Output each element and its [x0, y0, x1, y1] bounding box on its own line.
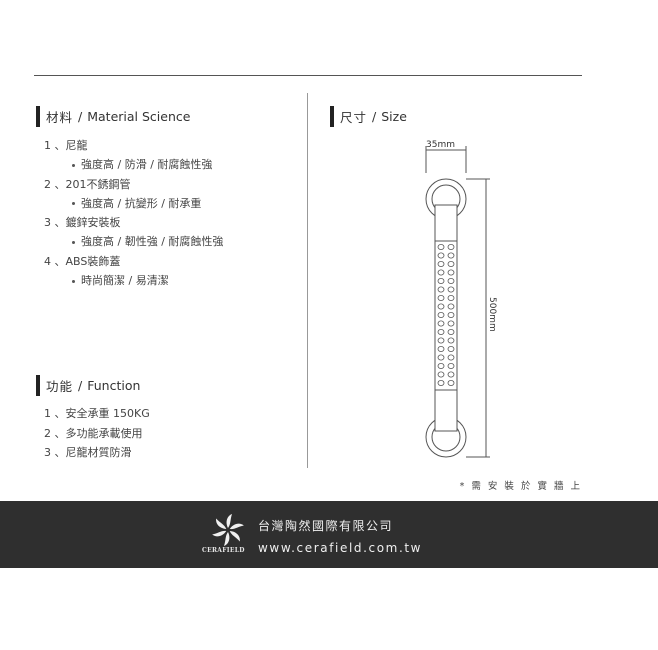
grab-bar-drawing: 35mm 500mm	[425, 140, 497, 458]
website-link[interactable]: www.cerafield.com.tw	[258, 541, 423, 555]
size-title-separator: /	[372, 109, 377, 124]
feature-text: 強度高 / 韌性強 / 耐腐蝕性強	[81, 235, 224, 249]
grip-dot	[447, 354, 455, 361]
materials-list: 1 、尼龍 強度高 / 防滑 / 耐腐蝕性強 2 、201不銹鋼管 強度高 / …	[44, 136, 223, 290]
grip-dot	[437, 371, 445, 378]
list-item-feature: 強度高 / 韌性強 / 耐腐蝕性強	[44, 232, 223, 251]
grip-dot	[447, 379, 455, 386]
grip-dot	[437, 379, 445, 386]
grip-dot	[447, 261, 455, 268]
item-number: 2	[44, 177, 51, 191]
grip-dot	[447, 371, 455, 378]
grip-dot	[447, 244, 455, 251]
grip-dot	[437, 362, 445, 369]
item-number: 4	[44, 254, 51, 268]
bullet-icon	[72, 202, 75, 206]
footer-bar	[0, 501, 658, 568]
grip-dot	[447, 286, 455, 293]
heading-bar	[330, 106, 334, 127]
feature-text: 強度高 / 抗變形 / 耐承重	[81, 196, 202, 210]
company-name: 台灣陶然國際有限公司	[258, 519, 394, 533]
list-item: 1 、安全承重 150KG	[44, 407, 150, 420]
list-item-feature: 強度高 / 防滑 / 耐腐蝕性強	[44, 155, 223, 174]
list-item: 1 、尼龍	[44, 136, 223, 155]
grip-dot	[437, 320, 445, 327]
bullet-icon	[72, 240, 75, 244]
function-title-zh: 功能	[46, 379, 74, 394]
top-rule	[34, 75, 582, 76]
function-title-en: Function	[87, 378, 141, 393]
function-title-separator: /	[78, 378, 83, 393]
grip-dot	[447, 311, 455, 318]
item-label: 多功能承載使用	[65, 426, 143, 440]
feature-text: 強度高 / 防滑 / 耐腐蝕性強	[81, 158, 213, 172]
logo-wordmark: CERAFIELD	[202, 547, 245, 554]
grip-dot	[447, 345, 455, 352]
installation-note: * 需 安 裝 於 實 牆 上	[459, 481, 582, 492]
item-number: 2	[44, 426, 51, 440]
materials-title-en: Material Science	[87, 109, 191, 124]
function-heading: 功能 / Function	[36, 375, 140, 396]
width-label: 35mm	[426, 140, 455, 150]
grip-dot	[447, 328, 455, 335]
item-label: 鍍鋅安裝板	[65, 216, 121, 230]
grip-dot	[437, 277, 445, 284]
item-label: 201不銹鋼管	[65, 177, 131, 191]
bar-tube	[434, 204, 458, 432]
size-title-zh: 尺寸	[340, 110, 368, 125]
grip-dot	[437, 303, 445, 310]
grip-dot	[447, 303, 455, 310]
cerafield-logo-icon	[212, 514, 244, 546]
grip-dot	[437, 354, 445, 361]
list-item-feature: 時尚簡潔 / 易清潔	[44, 271, 223, 290]
materials-title-separator: /	[78, 109, 83, 124]
grip-dot	[437, 294, 445, 301]
grip-dot	[447, 277, 455, 284]
grip-dot	[447, 252, 455, 259]
item-label: 安全承重 150KG	[65, 407, 150, 420]
item-label: 尼龍	[65, 139, 88, 152]
size-heading: 尺寸 / Size	[330, 106, 407, 127]
grip-dot	[437, 311, 445, 318]
anti-slip-grip-pattern	[437, 244, 455, 386]
grip-dot	[437, 269, 445, 276]
list-item: 2 、201不銹鋼管	[44, 175, 223, 194]
grip-dot	[447, 294, 455, 301]
heading-bar	[36, 106, 40, 127]
grip-dot	[447, 320, 455, 327]
bullet-icon	[72, 279, 75, 283]
function-list: 1 、安全承重 150KG 2 、多功能承載使用 3 、尼龍材質防滑	[44, 404, 150, 463]
materials-title-zh: 材料	[46, 110, 74, 125]
item-number: 3	[44, 446, 51, 459]
grip-dot	[437, 261, 445, 268]
grip-dot	[437, 244, 445, 251]
list-item-feature: 強度高 / 抗變形 / 耐承重	[44, 194, 223, 213]
grip-dot	[437, 337, 445, 344]
item-number: 1	[44, 139, 51, 152]
list-item: 3 、鍍鋅安裝板	[44, 213, 223, 232]
length-label: 500mm	[487, 297, 497, 332]
item-number: 3	[44, 216, 51, 230]
column-divider	[307, 93, 308, 468]
item-number: 1	[44, 407, 51, 420]
grip-dot	[447, 269, 455, 276]
grip-dot	[437, 345, 445, 352]
grip-dot	[447, 362, 455, 369]
list-item: 3 、尼龍材質防滑	[44, 446, 132, 459]
grip-dot	[437, 252, 445, 259]
grip-dot	[447, 337, 455, 344]
list-item: 2 、多功能承載使用	[44, 426, 143, 440]
grip-dot	[437, 328, 445, 335]
item-label: ABS裝飾蓋	[65, 254, 121, 268]
heading-bar	[36, 375, 40, 396]
bullet-icon	[72, 163, 75, 167]
size-title-en: Size	[381, 109, 407, 124]
list-item: 4 、ABS裝飾蓋	[44, 252, 223, 271]
materials-heading: 材料 / Material Science	[36, 106, 190, 127]
feature-text: 時尚簡潔 / 易清潔	[81, 274, 169, 288]
grip-dot	[437, 286, 445, 293]
item-label: 尼龍材質防滑	[65, 446, 132, 459]
